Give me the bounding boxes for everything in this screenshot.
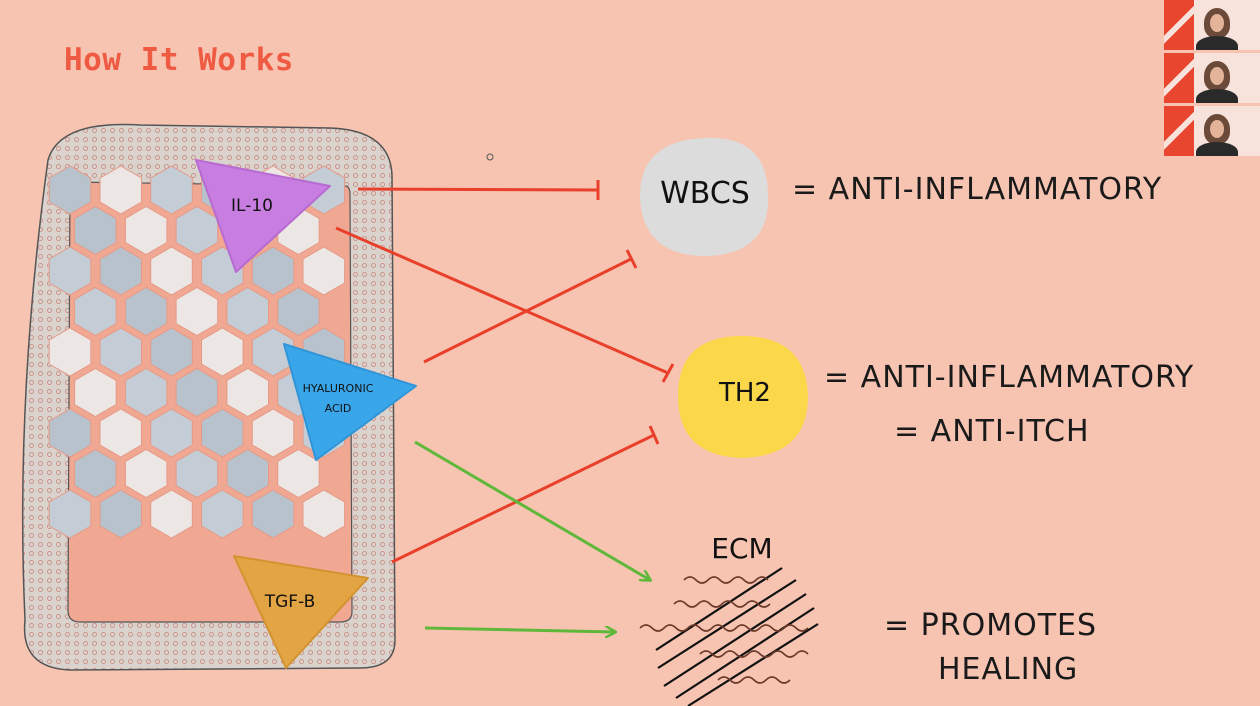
wbcs-cell [640, 137, 769, 256]
hexagon-cell [175, 448, 219, 499]
hexagon-cell [226, 367, 269, 418]
participant-video-1[interactable] [1164, 0, 1260, 50]
th2-label: TH2 [719, 378, 771, 408]
hexagon-cell [99, 327, 142, 377]
hexagon-cell [124, 286, 168, 337]
il10-to-wbcs-inhibit [357, 187, 599, 192]
hexagon-cell [277, 286, 320, 337]
connections [335, 180, 675, 632]
th2-cell [678, 336, 808, 458]
hexagon-cell [150, 408, 193, 458]
ecm-label: ECM [711, 532, 773, 565]
hexagon-cell [124, 448, 168, 499]
hexagon-cell [74, 367, 117, 418]
il10-triangle [195, 159, 331, 273]
hexagon-cell [251, 489, 295, 539]
tgfb-label: TGF-B [264, 592, 316, 612]
hexagon-cell [48, 246, 92, 296]
hexagon-cell [124, 367, 168, 418]
hexagon-cell [251, 408, 295, 458]
hyaluronic-to-wbcs-inhibit [423, 257, 632, 364]
cursor-dot [486, 153, 494, 161]
hexagon-cell [48, 327, 92, 377]
hexagon-cell [226, 286, 269, 337]
hexagon-cell [201, 408, 244, 458]
hexagon-cell [124, 205, 168, 256]
hyaluronic-label-line1: HYALURONIC [302, 382, 374, 395]
hexagon-cell [150, 327, 193, 377]
hexagon-cell [201, 327, 244, 377]
hexagon-cell [175, 205, 219, 256]
wbcs-label: WBCS [660, 176, 750, 211]
hexagon-cell [99, 165, 142, 215]
hexagon-cell [74, 286, 117, 337]
hexagon-cell [99, 408, 142, 458]
hyaluronic-acid-triangle [283, 343, 417, 461]
hexagon-cell [175, 286, 219, 337]
participant-video-3[interactable] [1164, 106, 1260, 156]
hexagon-cell [99, 489, 142, 539]
tgfb-triangle [233, 555, 369, 669]
hexagon-cell [48, 489, 92, 539]
tgfb-to-ecm-promote [424, 628, 615, 632]
hexagon-cell [251, 246, 295, 296]
il10-to-th2-inhibit [335, 226, 669, 375]
hexagon-cell [226, 448, 269, 499]
hyaluronic-to-ecm-promote [414, 440, 650, 580]
hexagon-cell [48, 165, 92, 215]
il10-label: IL-10 [231, 196, 273, 216]
hexagon-cell [175, 367, 219, 418]
slide-title: How It Works [64, 42, 294, 78]
ecm-wavy-fibers [639, 576, 809, 684]
participant-video-2[interactable] [1164, 53, 1260, 103]
hexagon-cell [277, 448, 320, 499]
hexagon-cell [302, 489, 346, 539]
participant-thumbnails [1164, 0, 1260, 159]
th2-effect-1: = ANTI-INFLAMMATORY [824, 360, 1195, 395]
ecm-effect-2: HEALING [938, 652, 1079, 687]
hexagon-cell [74, 205, 117, 256]
tgfb-to-th2-inhibit [391, 433, 655, 564]
hexagon-cell [48, 408, 92, 458]
wbcs-effect: = ANTI-INFLAMMATORY [792, 172, 1163, 207]
hyaluronic-label-line2: ACID [324, 402, 352, 415]
hexagon-cell [201, 489, 244, 539]
ecm-fibers [655, 567, 819, 706]
ecm-effect-1: = PROMOTES [884, 608, 1098, 643]
hexagon-cell [74, 448, 117, 499]
hexagon-cell [150, 489, 193, 539]
hexagon-cell [99, 246, 142, 296]
th2-effect-2: = ANTI-ITCH [894, 414, 1090, 449]
hexagon-cell [302, 246, 346, 296]
hexagon-cell [150, 246, 193, 296]
hexagon-cell [150, 165, 193, 215]
